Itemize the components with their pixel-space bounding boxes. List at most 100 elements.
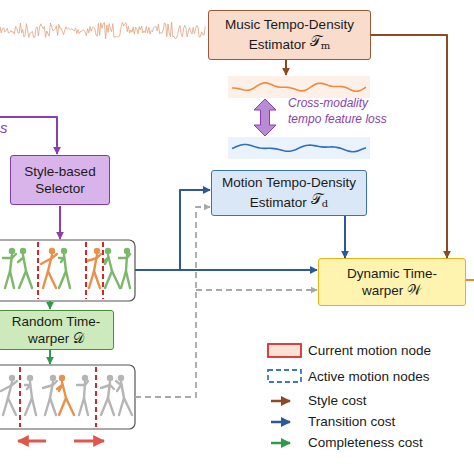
arrow: [180, 190, 210, 270]
legend-text: Style cost: [308, 393, 367, 409]
dancer-body: [10, 255, 12, 271]
dancer-legs: [59, 398, 74, 415]
dancer-arms: [87, 254, 101, 261]
dancer-legs: [45, 398, 56, 415]
formula-symbol: 𝒯d: [311, 191, 328, 212]
dancer-figure: [101, 375, 114, 415]
feature-panel: [228, 76, 370, 98]
dancer-head: [118, 375, 124, 381]
dancer-arms: [119, 254, 130, 258]
motion-feature-curve: [232, 145, 366, 152]
dancer-arms: [18, 258, 23, 262]
dancer-head: [9, 248, 15, 254]
connector-arrow: [371, 35, 447, 258]
dancer-legs: [5, 271, 14, 288]
dancer-legs: [105, 271, 120, 288]
legend-text: Current motion node: [308, 343, 431, 359]
warper-box: Dynamic Time-warper 𝒲: [318, 258, 466, 306]
dancer-legs: [19, 271, 32, 288]
dancer-figure: [116, 375, 132, 415]
dancer-head: [27, 375, 33, 381]
dancer-head: [20, 248, 26, 254]
estimator-box: Motion Tempo-Density Estimator𝒯d: [211, 170, 367, 216]
box-label: Motion Tempo-Density Estimator: [222, 175, 356, 210]
box-label: Music Tempo-Density Estimator: [225, 17, 354, 52]
dancer-head: [105, 248, 111, 254]
arrow: [0, 117, 57, 154]
dancer-head: [50, 375, 56, 381]
dancer-body: [23, 255, 26, 271]
box-text-area: Random Time-warper 𝒟: [2, 313, 110, 347]
legend-sample-arrow: [271, 421, 290, 424]
dancer-arms: [41, 254, 57, 264]
dancer-legs: [3, 398, 16, 415]
arrow: [49, 301, 51, 309]
dancer-body: [94, 255, 97, 271]
shift-arrow: [18, 440, 46, 443]
dancer-figure: [1, 375, 17, 415]
dancer-figure: [59, 248, 70, 288]
estimator-box: Music Tempo-Density Estimator𝒯m: [208, 10, 371, 60]
dancer-head: [94, 248, 100, 254]
dashed-arrow: [135, 207, 210, 397]
feature-panel: [228, 137, 370, 159]
dancer-arms: [101, 385, 114, 389]
formula-symbol: 𝒯m: [310, 33, 330, 54]
box-label: Dynamic Time-warper 𝒲: [347, 266, 437, 298]
dancer-arms: [77, 381, 88, 385]
dancer-figure: [43, 375, 57, 415]
dancer-body: [62, 382, 66, 398]
dancer-head: [82, 375, 88, 381]
dancer-body: [84, 382, 85, 398]
dancer-legs: [59, 271, 70, 288]
dancer-figure: [87, 248, 101, 288]
box-text-area: Style-based Selector: [15, 163, 105, 197]
dancer-head: [61, 248, 67, 254]
double-arrow: [254, 99, 276, 136]
dancer-figure: [18, 248, 32, 288]
legend-sample-arrow: [271, 400, 290, 403]
box-label: Random Time-warper 𝒟: [12, 314, 101, 346]
legend-sample-arrow: [271, 442, 290, 445]
motion-sequence-box: [0, 240, 135, 301]
dashed-arrow: [196, 289, 317, 291]
motion-sequence-box: [0, 365, 135, 429]
dancer-arms: [43, 381, 57, 388]
warper-box: Random Time-warper 𝒟: [0, 310, 114, 350]
dancer-arms: [116, 381, 121, 391]
dancer-head: [59, 375, 65, 381]
dancer-figure: [25, 375, 36, 415]
dancer-head: [124, 248, 130, 254]
arrow: [285, 60, 287, 75]
legend-text: Transition cost: [308, 414, 395, 430]
dancer-legs: [121, 271, 130, 288]
dancer-figure: [3, 248, 16, 288]
dancer-body: [108, 255, 112, 271]
selector-box: Style-based Selector: [10, 155, 110, 205]
box-text-area: Dynamic Time-warper 𝒲: [336, 265, 448, 299]
shift-arrow: [74, 440, 104, 443]
dancer-legs: [43, 271, 56, 288]
legend-sample-dashed-box: [268, 370, 301, 382]
connector-arrow: [344, 216, 346, 258]
dancer-body: [64, 255, 66, 271]
dancer-body: [8, 382, 12, 398]
box-text-area: Music Tempo-Density Estimator𝒯m: [215, 16, 365, 54]
dancer-body: [108, 382, 110, 398]
dancer-legs: [79, 398, 88, 415]
arrow: [59, 206, 61, 239]
dancer-figure: [77, 375, 88, 415]
dancer-legs: [25, 398, 36, 415]
cut-line: [37, 242, 39, 299]
dancer-legs: [89, 271, 100, 288]
dancer-arms: [3, 254, 16, 258]
dancer-figure: [57, 375, 74, 415]
box-text-area: Motion Tempo-Density Estimator𝒯d: [213, 174, 365, 212]
dancer-body: [121, 382, 124, 398]
dancer-body: [126, 255, 127, 271]
cut-line: [19, 367, 21, 427]
dancer-head: [49, 248, 55, 254]
cut-off-text: s: [0, 119, 20, 137]
dancer-head: [9, 375, 15, 381]
